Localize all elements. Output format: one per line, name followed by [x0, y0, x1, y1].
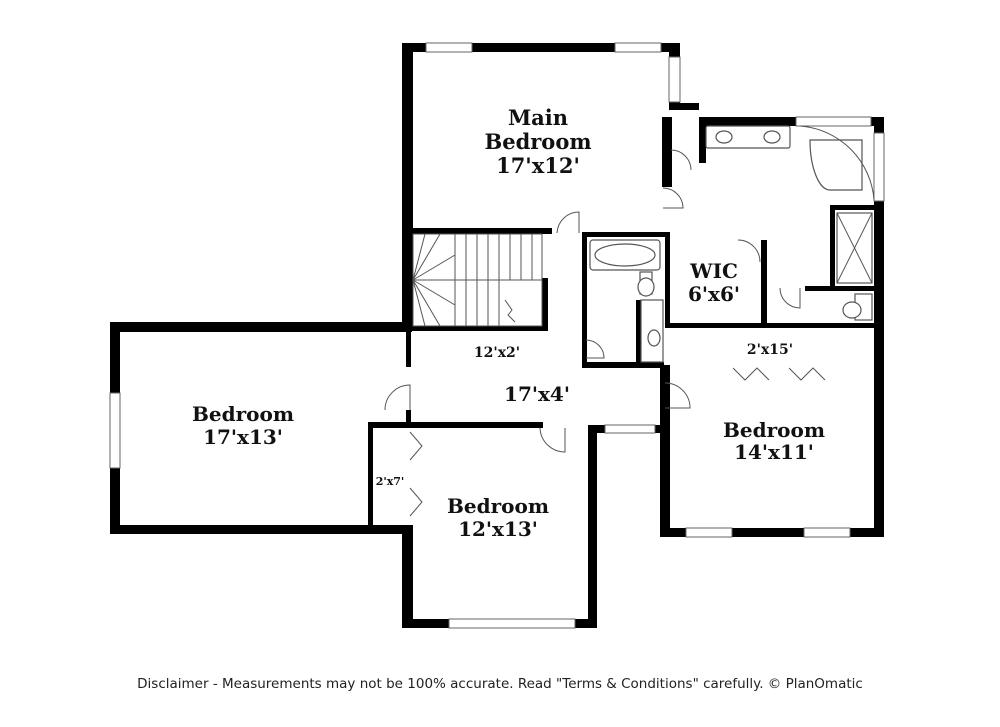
- hall-size: 17'x4': [504, 382, 570, 406]
- bedroom-south-size: 12'x13': [458, 517, 538, 541]
- room-bedroom-west: Bedroom 17'x13': [192, 402, 294, 449]
- bedroom-south-name: Bedroom: [447, 494, 549, 518]
- main-bedroom-size: 17'x12': [496, 153, 580, 178]
- bedroom-east-size: 14'x11': [734, 440, 814, 464]
- bedroom-west-name: Bedroom: [192, 402, 294, 426]
- wic-name: WIC: [689, 259, 738, 283]
- closet-south-size: 2'x7': [376, 475, 405, 488]
- doors: [384, 149, 826, 517]
- hall-upper-size: 12'x2': [474, 345, 520, 361]
- bedroom-west-size: 17'x13': [203, 425, 283, 449]
- room-bedroom-south: Bedroom 12'x13': [447, 494, 549, 541]
- room-bedroom-east: Bedroom 14'x11': [723, 418, 825, 464]
- bath-fixtures: [589, 125, 875, 363]
- stairs: [412, 233, 543, 327]
- disclaimer-text: Disclaimer - Measurements may not be 100…: [137, 676, 863, 692]
- main-bedroom-name-line2: Bedroom: [484, 129, 591, 154]
- room-wic: WIC 6'x6': [688, 259, 740, 306]
- bedroom-east-name: Bedroom: [723, 418, 825, 442]
- closet-east-size: 2'x15': [747, 342, 793, 358]
- room-main-bedroom: Main Bedroom 17'x12': [484, 105, 591, 178]
- wic-size: 6'x6': [688, 282, 740, 306]
- main-bedroom-name-line1: Main: [508, 105, 568, 130]
- windows: [109, 42, 885, 629]
